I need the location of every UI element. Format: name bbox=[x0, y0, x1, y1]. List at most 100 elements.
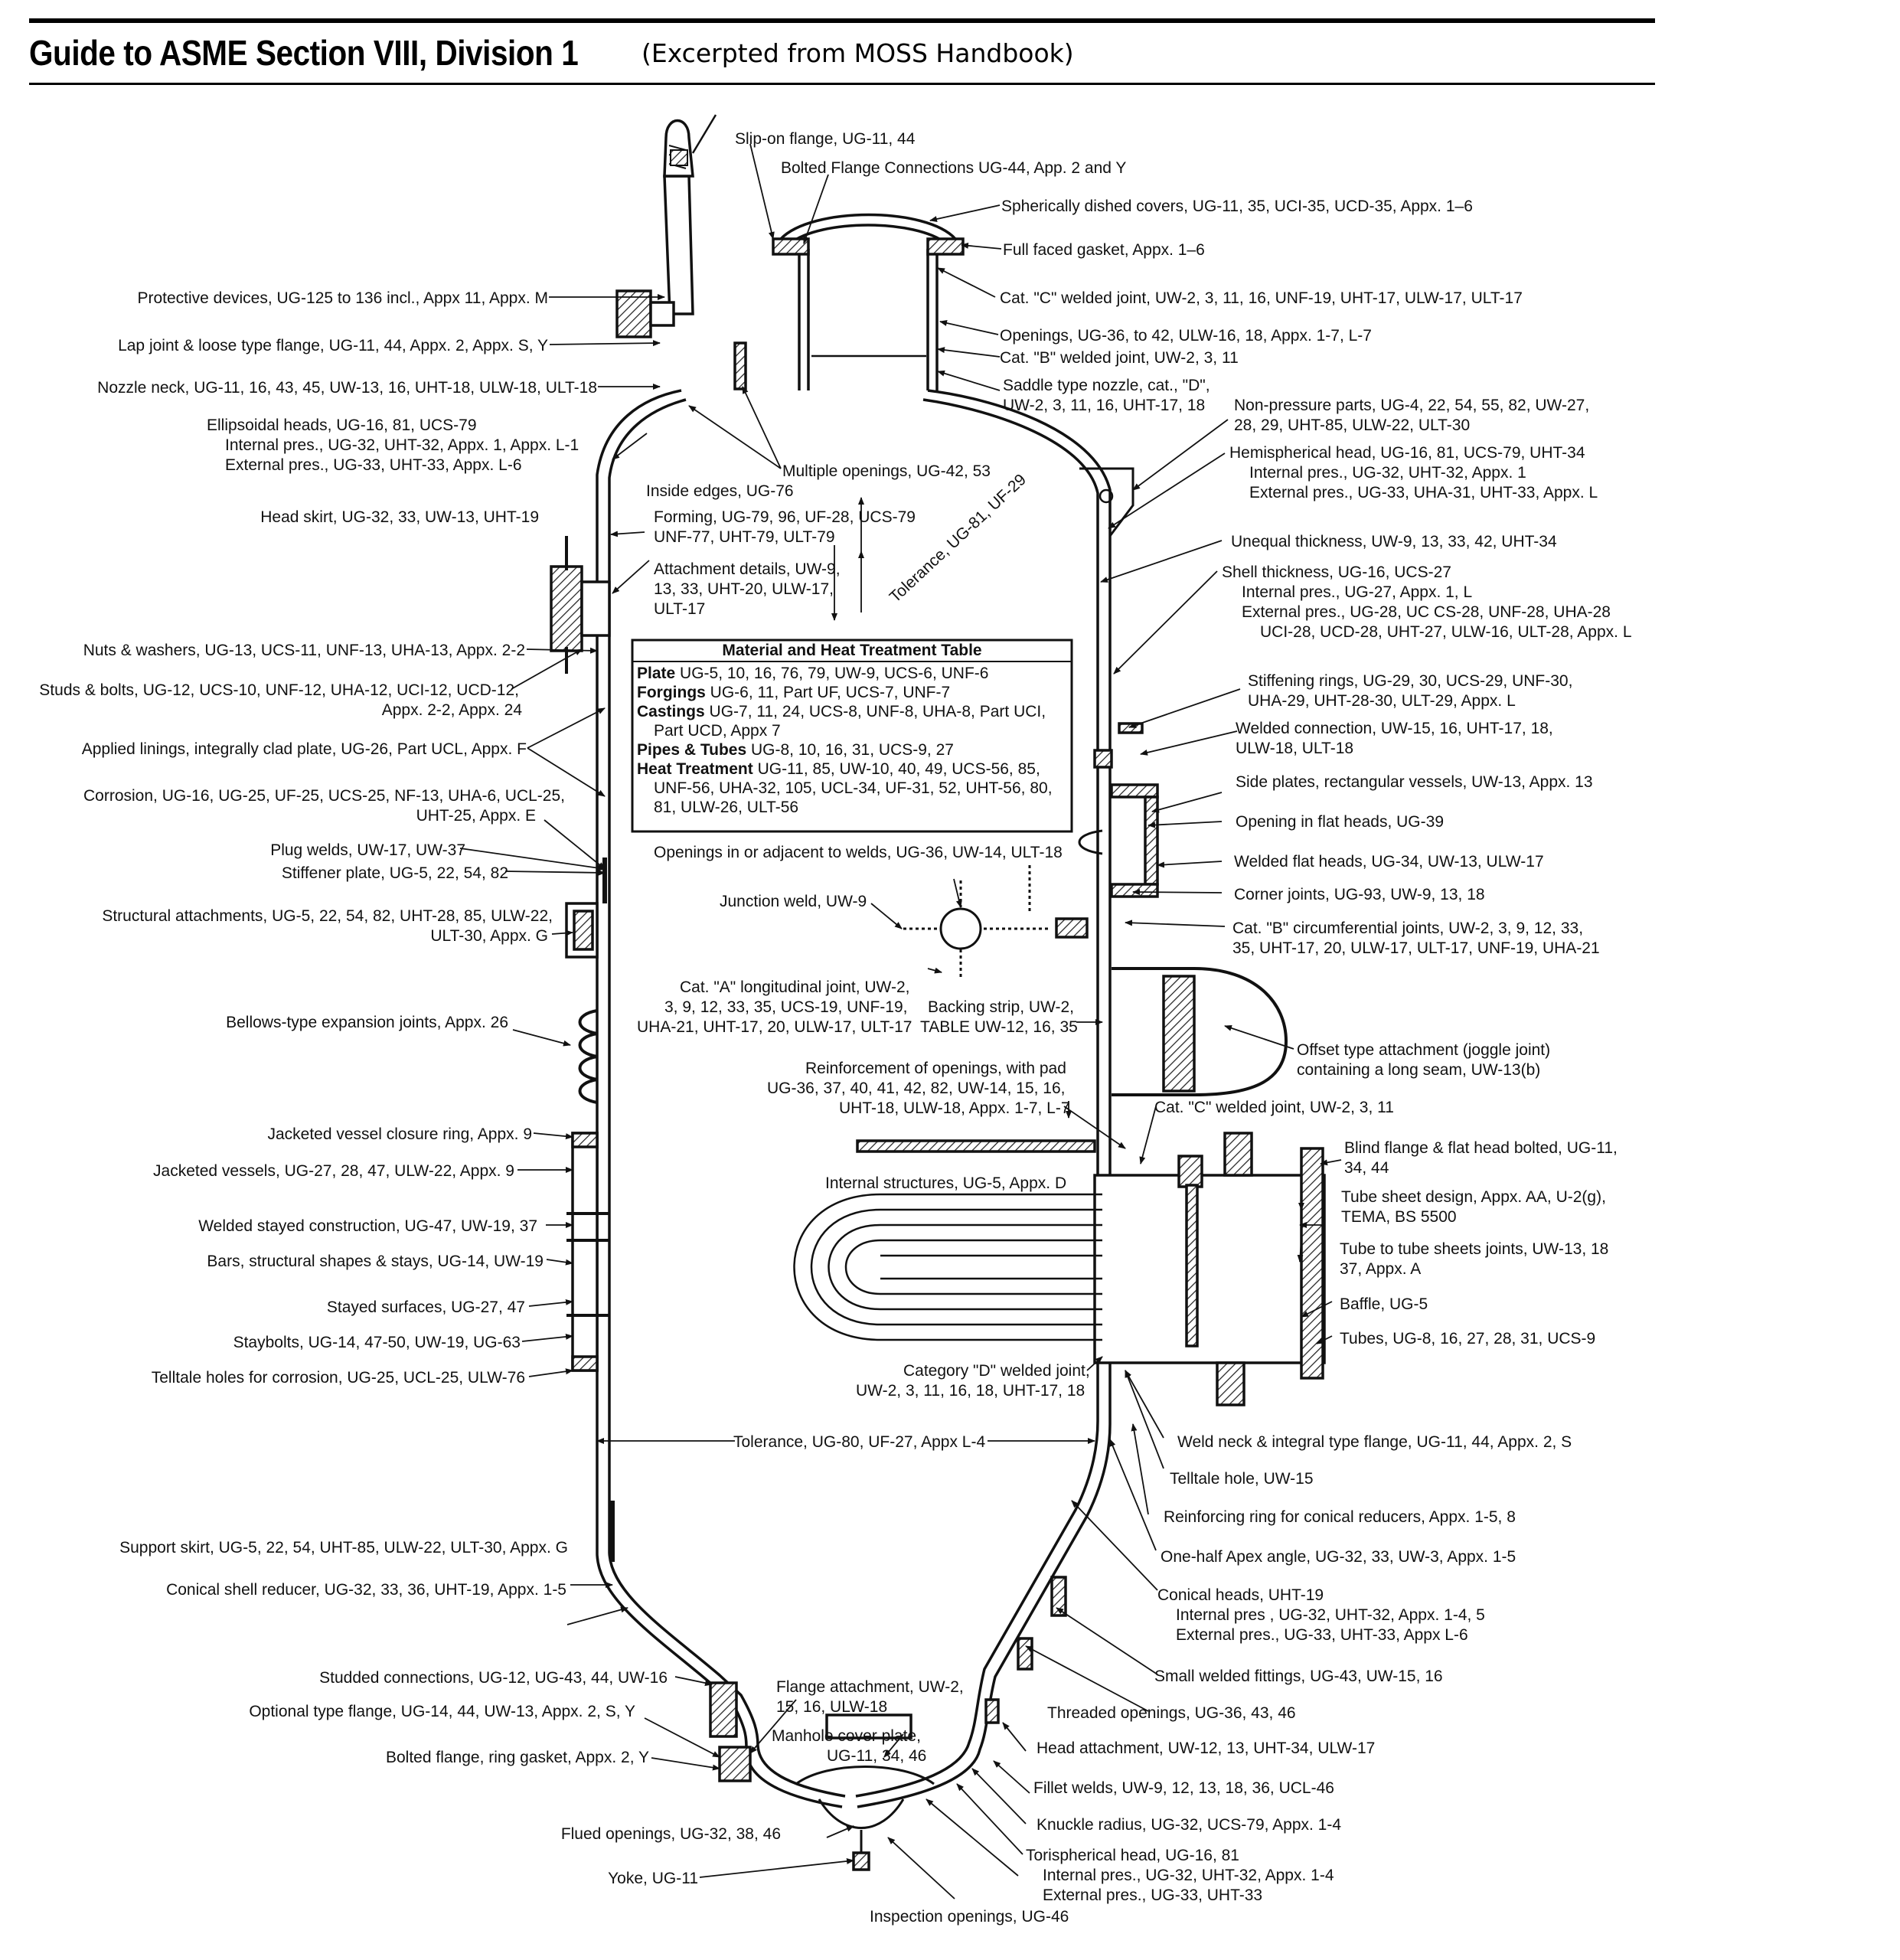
label-cat-a-2: 3, 9, 12, 33, 35, UCS-19, UNF-19, bbox=[664, 998, 907, 1016]
label-lap-joint: Lap joint & loose type flange, UG-11, 44… bbox=[118, 337, 548, 354]
top-nozzle-left bbox=[798, 249, 810, 390]
label-torispherical-3: External pres., UG-33, UHT-33 bbox=[1043, 1886, 1262, 1904]
label-offset-2: containing a long seam, UW-13(b) bbox=[1297, 1061, 1540, 1079]
table-row-text: Part UCD, Appx 7 bbox=[654, 722, 781, 740]
label-reinforcing-ring: Reinforcing ring for conical reducers, A… bbox=[1164, 1508, 1516, 1526]
label-offset-1: Offset type attachment (joggle joint) bbox=[1297, 1041, 1550, 1059]
side-flat-head-top bbox=[1110, 783, 1159, 799]
label-torispherical-2: Internal pres., UG-32, UHT-32, Appx. 1-4 bbox=[1043, 1867, 1334, 1884]
label-junction-weld: Junction weld, UW-9 bbox=[720, 893, 867, 910]
label-jacketed-vessels: Jacketed vessels, UG-27, 28, 47, ULW-22,… bbox=[153, 1162, 514, 1180]
label-backing-2: TABLE UW-12, 16, 35 bbox=[920, 1018, 1078, 1036]
vessel-outline bbox=[550, 114, 1326, 1871]
label-stiffening-1: Stiffening rings, UG-29, 30, UCS-29, UNF… bbox=[1248, 672, 1572, 690]
label-manhole-2: UG-11, 34, 46 bbox=[827, 1747, 926, 1765]
label-jacketed-closure: Jacketed vessel closure ring, Appx. 9 bbox=[267, 1125, 532, 1143]
label-bars: Bars, structural shapes & stays, UG-14, … bbox=[207, 1253, 544, 1270]
label-ellipsoidal-1: Ellipsoidal heads, UG-16, 81, UCS-79 bbox=[207, 416, 477, 434]
vessel-left-wall-outer bbox=[596, 389, 843, 1808]
side-flat-head-bottom bbox=[1110, 883, 1159, 898]
table-row-key: Castings bbox=[637, 703, 710, 720]
label-fillet: Fillet welds, UW-9, 12, 13, 18, 36, UCL-… bbox=[1033, 1779, 1334, 1797]
table-row-key: Pipes & Tubes bbox=[637, 741, 751, 759]
relief-valve-cap bbox=[670, 149, 688, 166]
label-attachment-2: 13, 33, UHT-20, ULW-17, bbox=[654, 580, 834, 598]
label-torispherical-1: Torispherical head, UG-16, 81 bbox=[1026, 1847, 1239, 1864]
label-shell-3: External pres., UG-28, UC CS-28, UNF-28,… bbox=[1242, 603, 1611, 621]
offset-attachment bbox=[1112, 967, 1288, 1096]
label-non-pressure-1: Non-pressure parts, UG-4, 22, 54, 55, 82… bbox=[1234, 397, 1589, 414]
internal-structure bbox=[856, 1139, 1096, 1153]
label-threaded: Threaded openings, UG-36, 43, 46 bbox=[1047, 1704, 1296, 1722]
label-flange-attach-1: Flange attachment, UW-2, bbox=[776, 1678, 964, 1696]
label-plug-welds: Plug welds, UW-17, UW-37 bbox=[270, 841, 465, 859]
label-multiple-openings: Multiple openings, UG-42, 53 bbox=[782, 462, 991, 480]
label-flange-attach-2: 15, 16, ULW-18 bbox=[776, 1698, 887, 1716]
label-shell-2: Internal pres., UG-27, Appx. 1, L bbox=[1242, 583, 1472, 601]
label-cat-a-3: UHA-21, UHT-17, 20, ULW-17, ULT-17 bbox=[637, 1018, 912, 1036]
label-conical-2: Internal pres , UG-32, UHT-32, Appx. 1-4… bbox=[1176, 1606, 1485, 1624]
channel-head bbox=[1093, 1174, 1326, 1364]
label-hemispherical-2: Internal pres., UG-32, UHT-32, Appx. 1 bbox=[1249, 464, 1526, 482]
label-saddle-nozzle-2: UW-2, 3, 11, 16, UHT-17, 18 bbox=[1003, 397, 1205, 414]
label-tube-to-tube-1: Tube to tube sheets joints, UW-13, 18 bbox=[1340, 1240, 1608, 1258]
junction-weld-circle bbox=[939, 907, 982, 950]
label-welded-connection-1: Welded connection, UW-15, 16, UHT-17, 18… bbox=[1236, 720, 1553, 737]
label-welded-stayed: Welded stayed construction, UG-47, UW-19… bbox=[198, 1217, 537, 1235]
label-forming-1: Forming, UG-79, 96, UF-28, UCS-79 bbox=[654, 508, 916, 526]
label-reinforcement-3: UHT-18, ULW-18, Appx. 1-7, L-7 bbox=[839, 1099, 1070, 1117]
label-small-welded: Small welded fittings, UG-43, UW-15, 16 bbox=[1154, 1668, 1443, 1685]
label-stiffener-plate: Stiffener plate, UG-5, 22, 54, 82 bbox=[282, 864, 508, 882]
table-row: Castings UG-7, 11, 24, UCS-8, UNF-8, UHA… bbox=[637, 703, 1046, 720]
label-tolerance-top: Tolerance, UG-81, UF-29 bbox=[886, 471, 1030, 606]
table-row-text: UNF-56, UHA-32, 105, UCL-34, UF-31, 52, … bbox=[654, 779, 1053, 797]
bottom-rule bbox=[29, 83, 1655, 85]
label-ellipsoidal-2: Internal pres., UG-32, UHT-32, Appx. 1, … bbox=[225, 436, 579, 454]
label-tube-sheet-2: TEMA, BS 5500 bbox=[1341, 1208, 1457, 1226]
table-row: 81, ULW-26, ULT-56 bbox=[654, 799, 798, 816]
table-row-text: 81, ULW-26, ULT-56 bbox=[654, 799, 798, 816]
label-backing-1: Backing strip, UW-2, bbox=[928, 998, 1074, 1016]
label-tubes: Tubes, UG-8, 16, 27, 28, 31, UCS-9 bbox=[1340, 1330, 1595, 1348]
vessel-left-wall-inner bbox=[608, 398, 846, 1798]
label-welded-flat-heads: Welded flat heads, UG-34, UW-13, ULW-17 bbox=[1234, 853, 1544, 871]
label-applied-linings: Applied linings, integrally clad plate, … bbox=[82, 740, 527, 758]
label-saddle-nozzle-1: Saddle type nozzle, cat., "D", bbox=[1003, 377, 1210, 394]
label-cat-c-welded-joint-top: Cat. "C" welded joint, UW-2, 3, 11, 16, … bbox=[1000, 289, 1523, 307]
table-row-text: UG-11, 85, UW-10, 40, 49, UCS-56, 85, bbox=[758, 760, 1040, 778]
label-corrosion-2: UHT-25, Appx. E bbox=[416, 807, 536, 825]
label-conical-reducer: Conical shell reducer, UG-32, 33, 36, UH… bbox=[166, 1581, 566, 1599]
vessel-right-wall-outer bbox=[857, 389, 1112, 1808]
top-nozzle-right bbox=[926, 249, 939, 390]
label-cat-d-2: UW-2, 3, 11, 16, 18, UHT-17, 18 bbox=[856, 1382, 1085, 1400]
label-flued: Flued openings, UG-32, 38, 46 bbox=[561, 1825, 781, 1843]
label-inspection: Inspection openings, UG-46 bbox=[870, 1908, 1069, 1926]
label-studs-2: Appx. 2-2, Appx. 24 bbox=[382, 701, 523, 719]
label-blind-flange-2: 34, 44 bbox=[1344, 1159, 1389, 1177]
tube-bundle bbox=[793, 1193, 1102, 1341]
label-openings: Openings, UG-36, to 42, ULW-16, 18, Appx… bbox=[1000, 327, 1372, 345]
label-telltale-corrosion: Telltale holes for corrosion, UG-25, UCL… bbox=[152, 1369, 525, 1387]
label-welded-connection-2: ULW-18, ULT-18 bbox=[1236, 740, 1353, 757]
label-telltale-hole: Telltale hole, UW-15 bbox=[1170, 1470, 1314, 1488]
label-hemispherical-1: Hemispherical head, UG-16, 81, UCS-79, U… bbox=[1229, 444, 1585, 462]
table-row: Heat Treatment UG-11, 85, UW-10, 40, 49,… bbox=[637, 760, 1040, 778]
label-protective-devices: Protective devices, UG-125 to 136 incl.,… bbox=[137, 289, 548, 307]
label-cat-b-welded-joint-top: Cat. "B" welded joint, UW-2, 3, 11 bbox=[1000, 349, 1239, 367]
label-cat-a-1: Cat. "A" longitudinal joint, UW-2, bbox=[680, 978, 910, 996]
label-structural-2: ULT-30, Appx. G bbox=[430, 927, 548, 945]
label-stayed-surfaces: Stayed surfaces, UG-27, 47 bbox=[327, 1298, 525, 1316]
top-dished-cover bbox=[779, 213, 957, 245]
label-full-faced-gasket: Full faced gasket, Appx. 1–6 bbox=[1003, 241, 1205, 259]
table-row-text: UG-8, 10, 16, 31, UCS-9, 27 bbox=[751, 741, 954, 759]
annotation-labels: Slip-on flange, UG-11, 44 Bolted Flange … bbox=[39, 130, 1631, 1926]
table-row: Plate UG-5, 10, 16, 76, 79, UW-9, UCS-6,… bbox=[637, 665, 988, 682]
label-tube-sheet-1: Tube sheet design, Appx. AA, U-2(g), bbox=[1341, 1188, 1606, 1206]
label-spherically-dished-covers: Spherically dished covers, UG-11, 35, UC… bbox=[1001, 198, 1473, 215]
label-nuts-washers: Nuts & washers, UG-13, UCS-11, UNF-13, U… bbox=[83, 642, 525, 659]
label-inside-edges: Inside edges, UG-76 bbox=[646, 482, 794, 500]
label-shell-4: UCI-28, UCD-28, UHT-27, ULW-16, ULT-28, … bbox=[1260, 623, 1632, 641]
label-corner-joints: Corner joints, UG-93, UW-9, 13, 18 bbox=[1234, 886, 1485, 903]
label-manhole-1: Manhole cover plate, bbox=[772, 1727, 921, 1745]
